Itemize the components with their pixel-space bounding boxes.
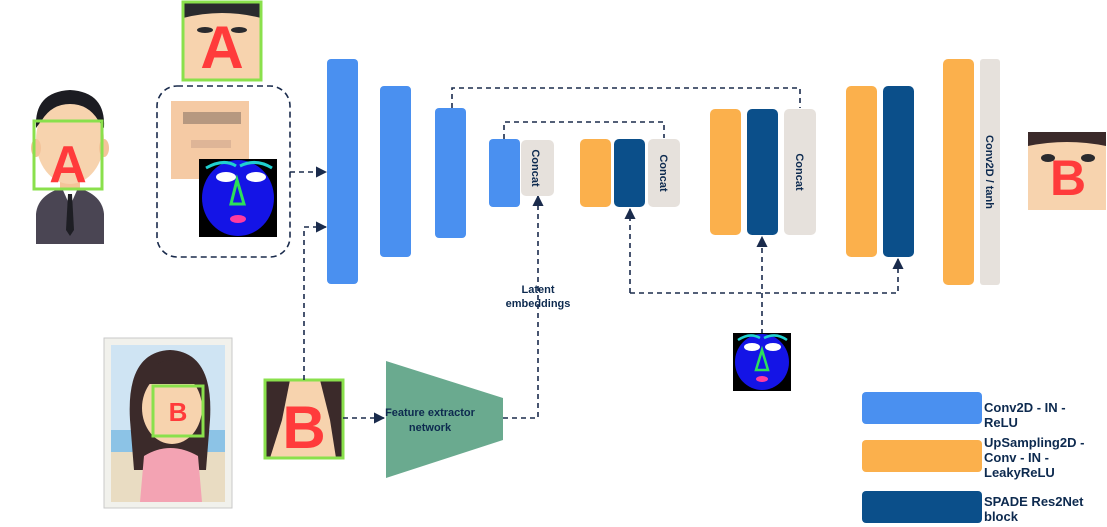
latent-embeddings-label-line2: embeddings bbox=[506, 298, 571, 310]
encoder-block-3 bbox=[435, 108, 466, 238]
upsample-block-final bbox=[943, 59, 974, 285]
skip-connector-1 bbox=[451, 87, 801, 108]
skip-connector-2 bbox=[503, 121, 665, 139]
connector-landmarks-branch bbox=[630, 257, 904, 294]
face-b-crop bbox=[263, 378, 345, 460]
landmark-map-b bbox=[733, 333, 791, 391]
legend-swatch-upsample bbox=[862, 440, 982, 472]
connector-faceb-to-encoder bbox=[303, 221, 328, 380]
legend-label-spade: SPADE Res2Net block bbox=[984, 494, 1084, 524]
face-letter-a-crop: A bbox=[200, 14, 243, 81]
face-letter-output: B bbox=[1050, 150, 1086, 206]
latent-embeddings-label-line1: Latent bbox=[522, 284, 555, 296]
conv-tanh-label: Conv2D / tanh bbox=[983, 135, 995, 209]
encoder-block-2 bbox=[380, 86, 411, 257]
face-letter-person-b: B bbox=[169, 397, 188, 427]
output-face-image bbox=[1028, 132, 1106, 210]
legend-swatch-spade bbox=[862, 491, 982, 523]
face-box-person-a bbox=[32, 119, 104, 191]
concat-block-2 bbox=[648, 139, 680, 207]
legend-label-conv: Conv2D - IN - ReLU bbox=[984, 400, 1066, 430]
input-group-box bbox=[156, 85, 291, 258]
feature-extractor-label-line2: network bbox=[409, 422, 452, 434]
concat-block-3 bbox=[784, 109, 816, 235]
legend-label-upsample: UpSampling2D - Conv - IN - LeakyReLU bbox=[984, 435, 1085, 480]
concat-block-1 bbox=[521, 140, 554, 196]
upsample-block-3 bbox=[846, 86, 877, 257]
face-letter-b-crop: B bbox=[282, 394, 325, 461]
connector-latent-embeddings bbox=[503, 194, 544, 419]
encoder-block-4 bbox=[489, 139, 520, 207]
feature-extractor-label-line1: Feature extractor bbox=[385, 407, 476, 419]
face-box-person-b bbox=[151, 384, 205, 438]
spade-block-2 bbox=[747, 109, 778, 235]
upsample-block-2 bbox=[710, 109, 741, 235]
landmark-map-a bbox=[199, 159, 277, 237]
upsample-block-1 bbox=[580, 139, 611, 207]
legend-swatch-conv bbox=[862, 392, 982, 424]
feature-extractor-network bbox=[386, 361, 503, 478]
encoder-block-1 bbox=[327, 59, 358, 284]
concat-label-3: Concat bbox=[793, 153, 805, 191]
face-letter-person-a: A bbox=[49, 136, 87, 194]
spade-block-1 bbox=[614, 139, 645, 207]
concat-label-2: Concat bbox=[657, 154, 669, 192]
spade-block-3 bbox=[883, 86, 914, 257]
concat-label-1: Concat bbox=[529, 149, 541, 187]
face-a-crop bbox=[181, 0, 263, 82]
conv-tanh-block bbox=[980, 59, 1000, 285]
